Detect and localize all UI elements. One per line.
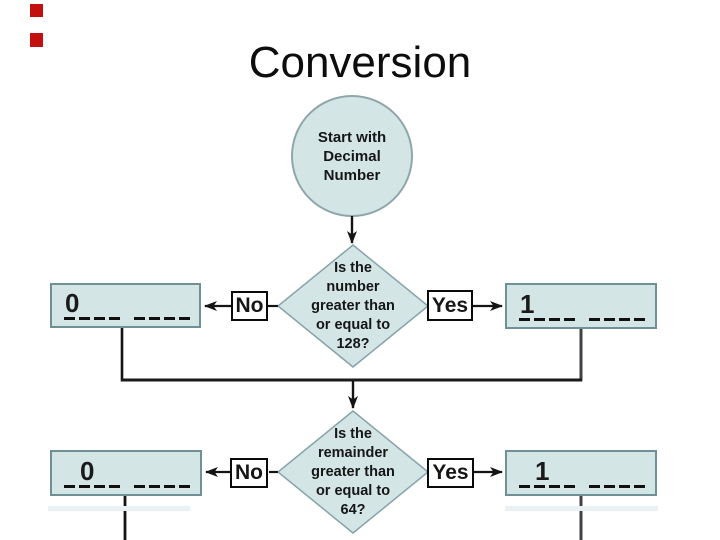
start-label-line1: Start with xyxy=(317,129,387,146)
yes-box-row1: Yes xyxy=(427,290,473,321)
decision2-diamond-shape xyxy=(276,410,430,534)
ghost-line-right xyxy=(505,506,658,511)
decision1-label: Is the number greater than or equal to 1… xyxy=(278,259,428,354)
red-accent-mark-top xyxy=(30,4,43,17)
bit-digit: 1 xyxy=(520,289,535,319)
no-box-row1: No xyxy=(231,291,268,321)
result-box-row2-left: 0 xyxy=(50,450,202,496)
bit-digit: 0 xyxy=(65,288,80,318)
ghost-line-left xyxy=(48,506,190,511)
bit-dash-slots xyxy=(519,485,645,488)
bit-dash-slots xyxy=(519,318,645,321)
decision2-line5: 64? xyxy=(340,502,366,518)
bit-dash-slots xyxy=(64,485,190,488)
decision2-line4: or equal to xyxy=(315,483,391,499)
red-accent-mark-bottom xyxy=(30,33,43,47)
start-label-line3: Number xyxy=(323,167,381,184)
decision1-line5: 128? xyxy=(336,336,370,352)
result-box-row2-right: 1 xyxy=(505,450,657,496)
decision2-line3: greater than xyxy=(311,464,395,480)
decision1-line4: or equal to xyxy=(315,317,391,333)
decision1-line1: Is the xyxy=(334,260,372,276)
bit-dash-slots xyxy=(64,317,190,320)
decision2-line2: remainder xyxy=(317,445,389,461)
decision2-label: Is the remainder greater than or equal t… xyxy=(278,425,428,520)
result-box-row1-left: 0 xyxy=(50,283,201,328)
bit-digit: 0 xyxy=(80,456,95,486)
slide-title: Conversion xyxy=(248,38,472,87)
start-node-label: Start with Decimal Number xyxy=(292,128,412,185)
start-label-line2: Decimal xyxy=(323,148,381,165)
result-box-row1-right: 1 xyxy=(505,283,657,329)
decision1-line2: number xyxy=(326,279,380,295)
no-box-row2: No xyxy=(230,458,268,488)
decision2-line1: Is the xyxy=(334,426,372,442)
bit-digit: 1 xyxy=(535,456,550,486)
yes-box-row2: Yes xyxy=(427,458,474,488)
decision1-diamond-shape xyxy=(276,244,430,368)
decision1-line3: greater than xyxy=(311,298,395,314)
